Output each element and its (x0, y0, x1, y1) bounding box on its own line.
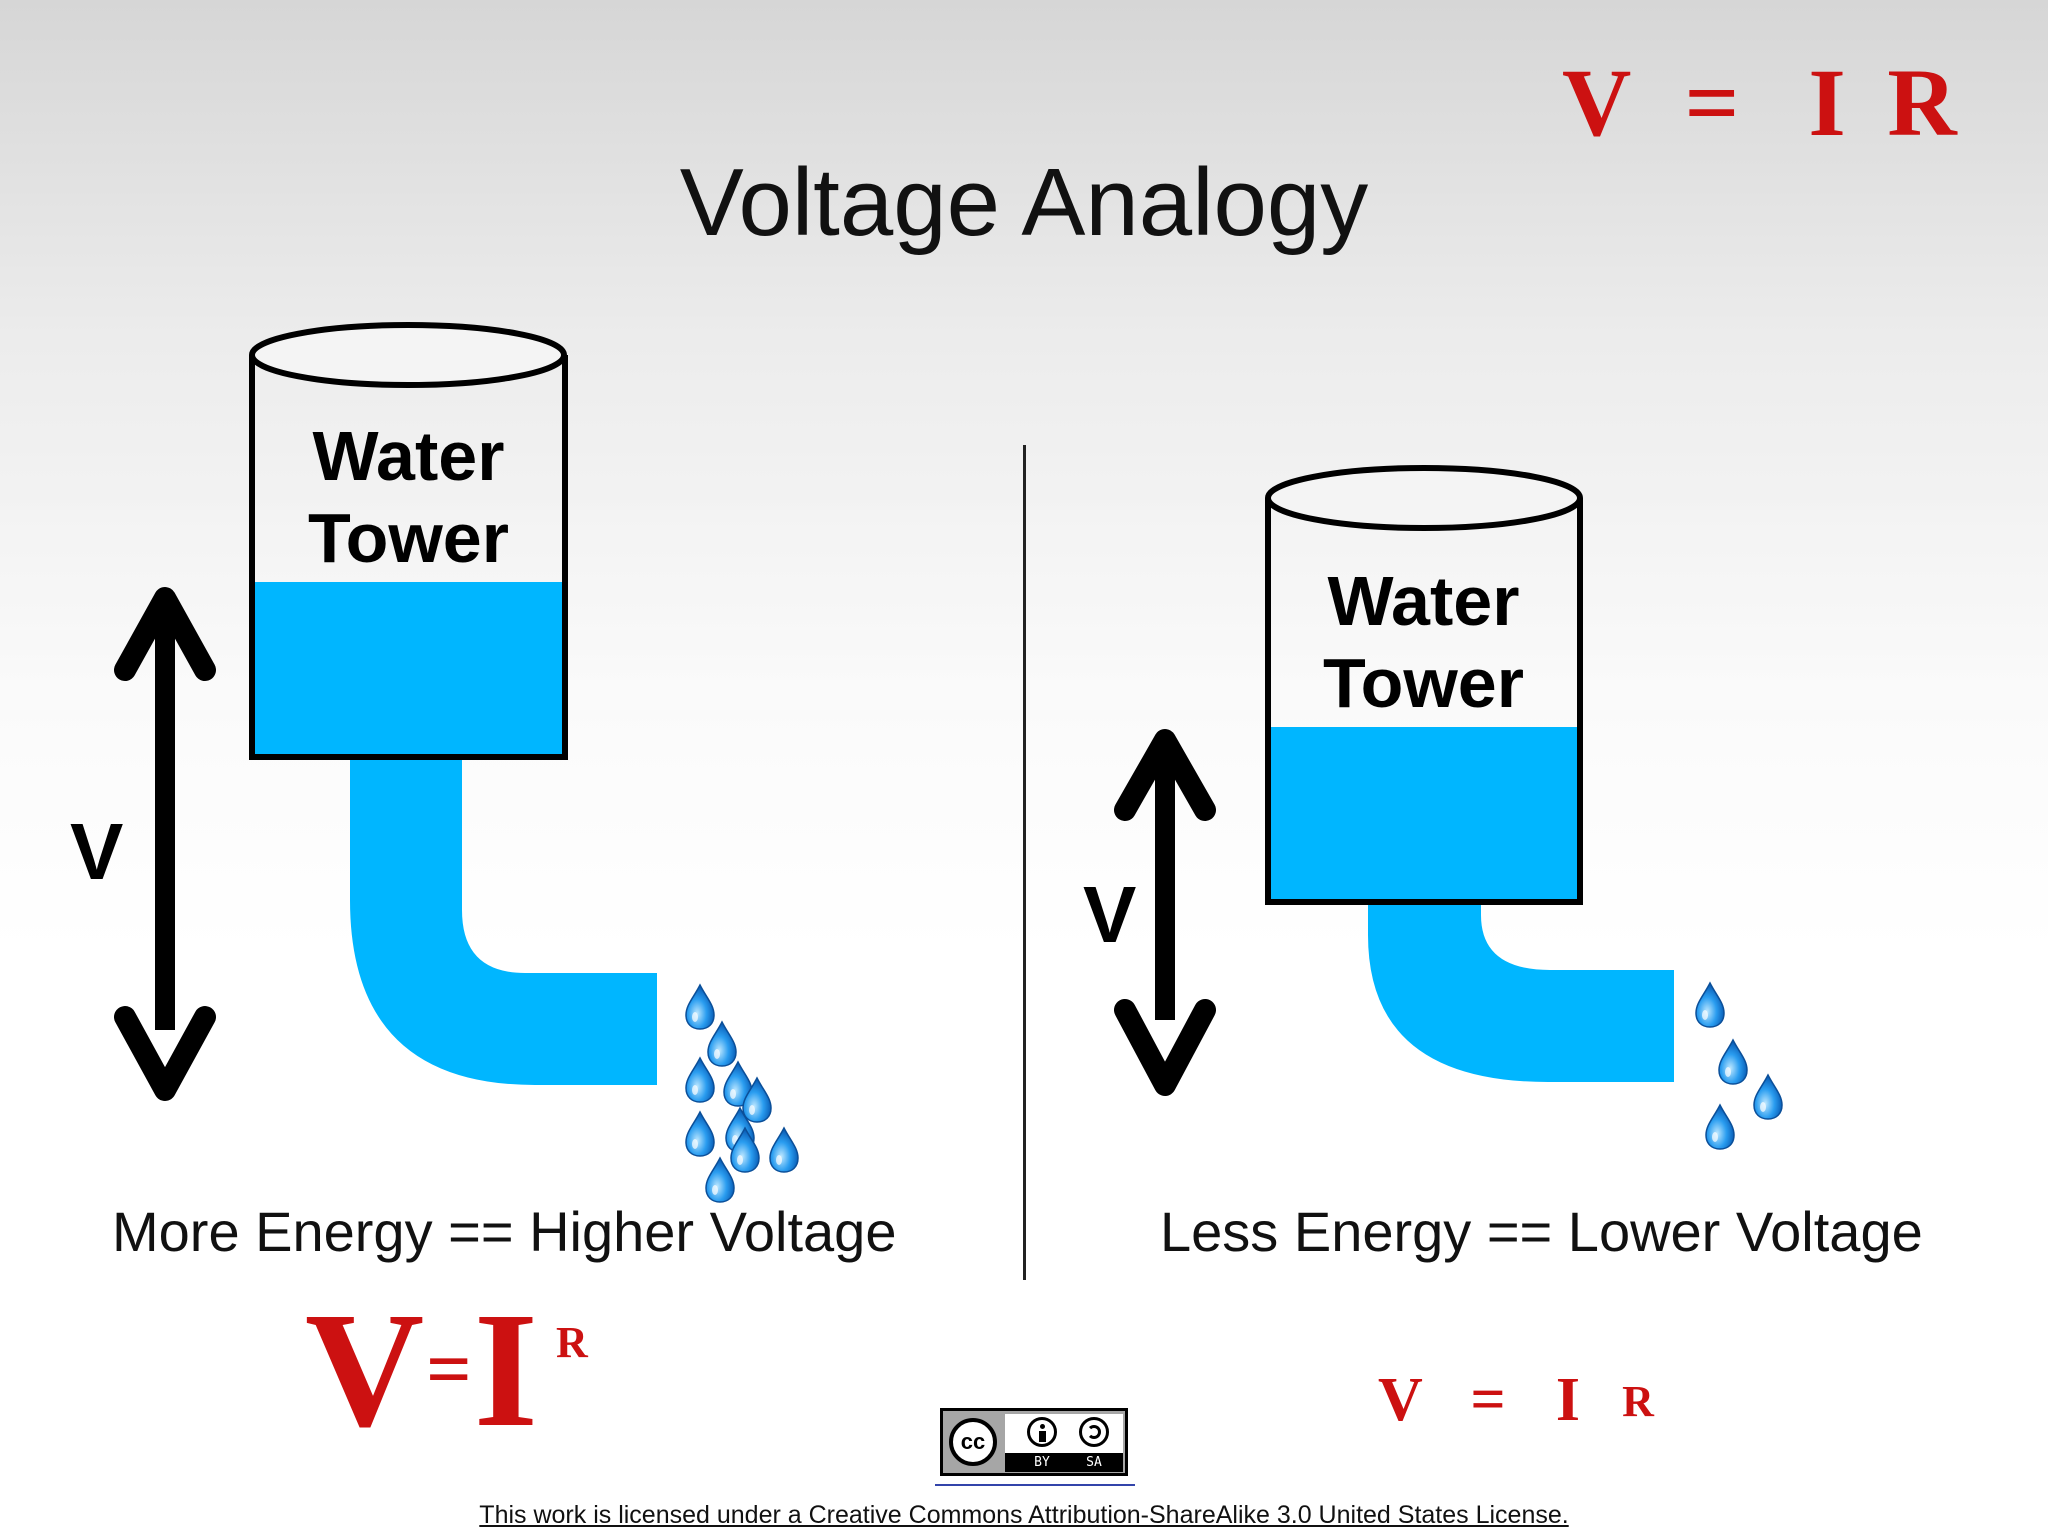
left-tower-label: Water Tower (255, 415, 562, 579)
formula-i: I (1555, 1366, 1581, 1434)
right-voltage-label: V (1083, 870, 1137, 959)
formula-v: V (1562, 49, 1632, 156)
formula-r: R (1887, 49, 1957, 156)
right-water-tower (1265, 465, 1674, 1082)
left-tank-top (249, 322, 567, 388)
left-water-tower (249, 322, 657, 1085)
cc-link-underline (935, 1484, 1135, 1486)
right-caption: Less Energy == Lower Voltage (1160, 1200, 1923, 1263)
formula-v: V (1378, 1366, 1423, 1434)
creative-commons-icon[interactable]: cc BY SA (940, 1408, 1128, 1476)
sa-label: SA (1086, 1455, 1102, 1470)
right-tank-water (1270, 727, 1577, 900)
cc-label-bar (1005, 1453, 1123, 1472)
up-down-arrow-icon (1114, 729, 1216, 1096)
license-link[interactable]: This work is licensed under a Creative C… (479, 1501, 1569, 1529)
formula-i: I (473, 1278, 538, 1461)
page-title: Voltage Analogy (679, 149, 1369, 256)
up-down-arrow-icon (114, 587, 216, 1101)
left-tank-water (255, 582, 562, 755)
right-pipe (1368, 903, 1674, 1082)
left-tower-label-line2: Tower (308, 499, 509, 577)
formula-v: V (305, 1278, 425, 1461)
cc-circle: cc (949, 1418, 997, 1466)
water-drop-icon (685, 984, 799, 1203)
formula-equals: = (426, 1326, 472, 1414)
formula-i: I (1808, 49, 1846, 156)
right-tower-label-line1: Water (1327, 562, 1520, 640)
right-tank-top (1265, 465, 1583, 531)
left-pipe (350, 760, 657, 1085)
right-tower-label: Water Tower (1270, 560, 1577, 724)
water-drop-icon (1695, 982, 1783, 1150)
right-tower-label-line2: Tower (1323, 644, 1524, 722)
formula-equals: = (1470, 1366, 1506, 1434)
sa-icon (1079, 1417, 1109, 1447)
left-voltage-label: V (70, 807, 124, 896)
left-tower-label-line1: Water (312, 417, 505, 495)
left-formula: V = I R (305, 1278, 588, 1461)
by-label: BY (1034, 1455, 1050, 1470)
formula-r: R (1622, 1377, 1654, 1426)
header-formula: V = I R (1562, 49, 1962, 156)
right-formula: V = I R (1378, 1366, 1668, 1434)
formula-r: R (555, 1318, 588, 1367)
by-icon (1027, 1417, 1057, 1447)
panel-divider (1023, 445, 1026, 1280)
left-caption: More Energy == Higher Voltage (112, 1200, 897, 1263)
formula-equals: = (1684, 49, 1740, 156)
